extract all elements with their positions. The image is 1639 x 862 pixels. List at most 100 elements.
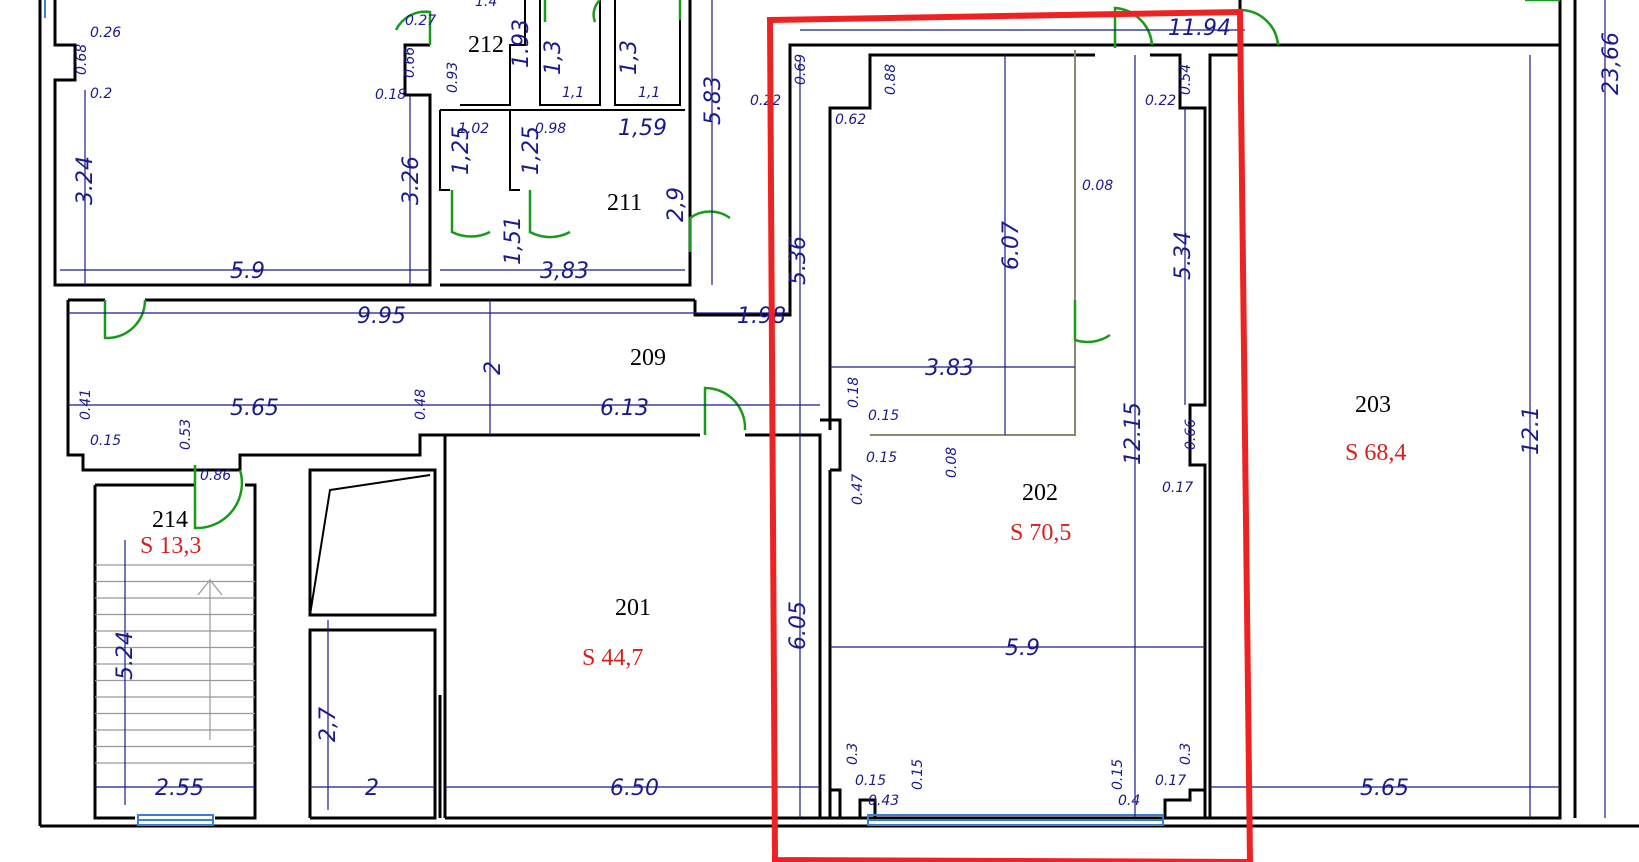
dim-2-9: 2,9 — [664, 187, 689, 222]
dim-1-98: 1.98 — [737, 304, 786, 329]
room-209-number: 209 — [630, 345, 666, 371]
door-closet-b — [592, 0, 601, 23]
wall-214-right — [215, 483, 257, 820]
dimension-labels: 11.94 23,66 0.69 0.88 0.54 0.22 0.22 0.6… — [73, 0, 1624, 809]
wall-corridor-right — [693, 43, 1110, 317]
dim-0-15a: 0.15 — [868, 408, 899, 424]
dim-6-05: 6.05 — [786, 601, 811, 650]
door-214 — [193, 465, 244, 530]
wall-202-corner-br — [1163, 788, 1205, 818]
door-211 — [688, 210, 731, 252]
room-211-number: 211 — [607, 190, 642, 216]
dim-0-66b: 0.66 — [402, 47, 418, 78]
dim-0-54: 0.54 — [1178, 64, 1194, 95]
stair-direction-arrow — [197, 578, 211, 740]
dim-11-94: 11.94 — [1168, 16, 1231, 41]
dim-3-83a: 3.83 — [925, 356, 974, 381]
shaft-diagonal — [309, 474, 431, 616]
dim-0-88: 0.88 — [883, 64, 899, 95]
dim-0-3a: 0.3 — [845, 743, 861, 765]
wall-203 — [1208, 43, 1562, 820]
dim-0-15b: 0.15 — [866, 450, 897, 466]
highlight-outline-room-202 — [766, 8, 1254, 862]
dim-6-07: 6.07 — [999, 221, 1024, 270]
door-201 — [703, 386, 747, 435]
dim-0-26: 0.26 — [90, 25, 121, 41]
wall-202-top-left — [828, 53, 1095, 430]
dim-0-47: 0.47 — [850, 474, 866, 505]
room-201-number: 201 — [615, 595, 651, 621]
wall-214-left — [93, 485, 135, 820]
dim-0-3b: 0.3 — [1178, 743, 1194, 765]
wall-room-212 — [460, 0, 526, 106]
dim-2-7: 2,7 — [316, 707, 341, 742]
wall-room-211 — [440, 0, 692, 287]
dim-6-13: 6.13 — [600, 396, 649, 421]
dim-6-50: 6.50 — [610, 776, 659, 801]
dim-0-18b: 0.18 — [375, 87, 406, 103]
dim-0-18a: 0.18 — [846, 377, 862, 408]
partition-202-vert-b — [1005, 340, 1076, 436]
dim-0-08a: 0.08 — [1082, 178, 1113, 194]
dim-0-69: 0.69 — [793, 54, 809, 85]
dim-12-15: 12.15 — [1121, 402, 1146, 465]
dim-5-83: 5.83 — [701, 76, 726, 125]
room-203-area: S 68,4 — [1345, 440, 1406, 466]
dim-1-25b: 1,25 — [519, 126, 544, 175]
dim-5-34: 5.34 — [1171, 231, 1196, 280]
dim-5-9a: 5.9 — [1005, 636, 1040, 661]
dimension-lines — [60, 0, 1606, 818]
dim-5-36: 5.36 — [786, 236, 811, 285]
dim-1-1b: 1,1 — [638, 85, 660, 101]
stair-arrow-head — [209, 579, 223, 596]
shaft-box — [308, 468, 437, 617]
dim-0-43: 0.43 — [868, 793, 899, 809]
door-upper-left-room — [103, 299, 147, 340]
dim-0-93: 0.93 — [445, 62, 461, 93]
dim-3-83b: 3,83 — [540, 259, 589, 284]
dim-0-27: 0.27 — [405, 13, 436, 29]
dim-1-59: 1,59 — [618, 116, 667, 141]
wall-202-right — [1150, 53, 1207, 818]
door-203 — [1238, 8, 1280, 46]
dim-0-15c: 0.15 — [855, 773, 886, 789]
dim-0-17a: 0.17 — [1162, 480, 1193, 496]
doors — [103, 0, 1560, 530]
dim-0-15d: 0.15 — [910, 759, 926, 790]
dim-0-4: 0.4 — [1118, 793, 1140, 809]
dim-5-65a: 5.65 — [1360, 776, 1409, 801]
dim-1-02: 1.02 — [458, 121, 489, 137]
room-201-area: S 44,7 — [582, 645, 643, 671]
dim-1-51: 1,51 — [501, 216, 526, 265]
dim-2b: 2 — [365, 776, 379, 801]
walls — [38, 0, 1639, 828]
room-212-number: 212 — [468, 32, 504, 58]
dim-1-3b: 1,3 — [617, 40, 642, 75]
stairs — [95, 564, 255, 764]
dim-2a: 2 — [481, 361, 506, 375]
wall-202-jog — [820, 418, 842, 472]
dim-5-24: 5.24 — [113, 631, 138, 680]
dim-0-08b: 0.08 — [944, 447, 960, 478]
dim-0-15e: 0.15 — [1110, 759, 1126, 790]
dim-2-55: 2.55 — [155, 776, 204, 801]
dim-0-53: 0.53 — [178, 419, 194, 450]
dim-0-66a: 0.66 — [1183, 419, 1199, 450]
wall-201-niche — [308, 628, 437, 820]
door-202 — [1113, 6, 1154, 48]
door-wc-2 — [528, 190, 571, 239]
dim-0-22a: 0.22 — [750, 93, 781, 109]
door-wc-1 — [450, 190, 491, 238]
windows — [44, 0, 1164, 826]
dim-1-4: 1.4 — [475, 0, 497, 10]
room-203-number: 203 — [1355, 392, 1391, 418]
room-202-area: S 70,5 — [1010, 520, 1071, 546]
dim-1-1a: 1,1 — [562, 85, 584, 101]
door-212 — [394, 10, 432, 45]
door-202-inner — [1073, 300, 1111, 344]
dim-1-25a: 1,25 — [449, 126, 474, 175]
dim-0-68: 0.68 — [74, 44, 90, 75]
wall-wc-1 — [439, 110, 450, 191]
dim-3-26: 3.26 — [399, 156, 424, 205]
dim-5-9b: 5.9 — [230, 259, 265, 284]
